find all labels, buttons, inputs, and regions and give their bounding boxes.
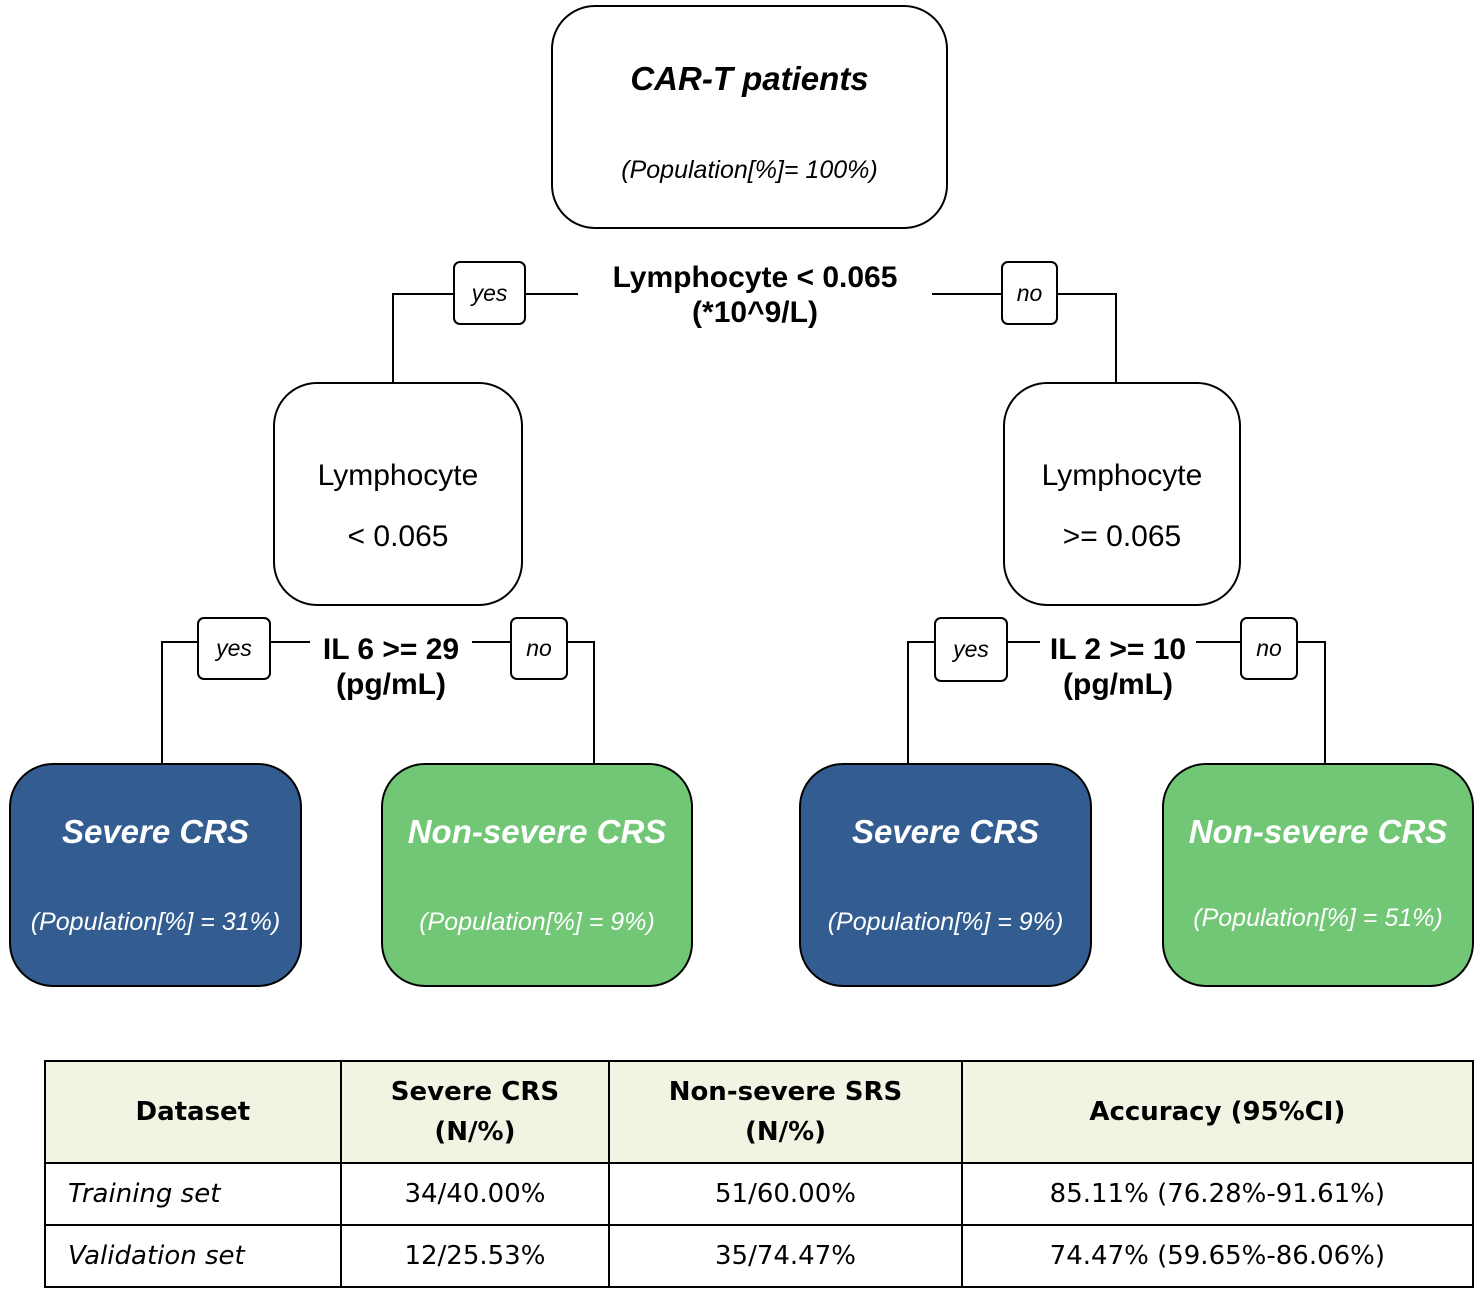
- root-yes-tag: yes: [453, 261, 526, 325]
- row-non-severe: 35/74.47%: [608, 1224, 963, 1288]
- leaf-severe-crs-1: Severe CRS (Population[%] = 31%): [9, 763, 302, 987]
- left-split-condition: IL 6 >= 29 (pg/mL): [310, 632, 472, 702]
- leaf-non-severe-crs-1: Non-severe CRS (Population[%] = 9%): [381, 763, 693, 987]
- left-yes-tag: yes: [197, 617, 271, 680]
- header-subline: (N/%): [434, 1117, 516, 1147]
- leaf-title: Non-severe CRS: [407, 813, 667, 850]
- right-split-condition: IL 2 >= 10 (pg/mL): [1040, 632, 1196, 702]
- left-node: Lymphocyte < 0.065: [273, 382, 523, 606]
- right-node-line1: Lymphocyte: [1041, 459, 1203, 492]
- leaf-population: (Population[%] = 9%): [419, 908, 655, 936]
- header-line: Dataset: [135, 1097, 251, 1127]
- leaf-population: (Population[%] = 51%): [1193, 904, 1443, 932]
- leaf-population: (Population[%] = 31%): [30, 908, 281, 936]
- row-dataset: Validation set: [44, 1224, 342, 1288]
- left-no-tag: no: [510, 617, 568, 680]
- results-table: Dataset Severe CRS (N/%) Non-severe SRS …: [44, 1060, 1475, 1288]
- root-split-line1: Lymphocyte < 0.065: [612, 261, 898, 294]
- header-line: Non-severe SRS: [668, 1077, 903, 1107]
- row-non-severe: 51/60.00%: [608, 1162, 963, 1226]
- row-accuracy: 85.11% (76.28%-91.61%): [960, 1162, 1475, 1226]
- header-accuracy: Accuracy (95%CI): [960, 1060, 1475, 1164]
- leaf-population: (Population[%] = 9%): [827, 908, 1064, 936]
- table-row: Validation set 12/25.53% 35/74.47% 74.47…: [44, 1224, 1475, 1288]
- right-node-line2: >= 0.065: [1062, 520, 1182, 553]
- row-accuracy: 74.47% (59.65%-86.06%): [960, 1224, 1475, 1288]
- right-split-line1: IL 2 >= 10: [1049, 633, 1187, 666]
- leaf-severe-crs-2: Severe CRS (Population[%] = 9%): [799, 763, 1092, 987]
- table-header-row: Dataset Severe CRS (N/%) Non-severe SRS …: [44, 1060, 1475, 1164]
- root-node: CAR-T patients (Population[%]= 100%): [551, 5, 948, 229]
- connector-right-no: [1196, 641, 1326, 765]
- leaf-title: Non-severe CRS: [1188, 813, 1448, 850]
- header-non-severe: Non-severe SRS (N/%): [608, 1060, 963, 1164]
- left-node-line1: Lymphocyte: [317, 459, 479, 492]
- header-line: Severe CRS: [390, 1077, 560, 1107]
- header-severe-crs: Severe CRS (N/%): [339, 1060, 611, 1164]
- connector-root-no: [932, 293, 1117, 382]
- right-node: Lymphocyte >= 0.065: [1003, 382, 1241, 606]
- left-node-line2: < 0.065: [347, 520, 449, 553]
- leaf-non-severe-crs-2: Non-severe CRS (Population[%] = 51%): [1162, 763, 1474, 987]
- right-no-tag: no: [1240, 617, 1298, 680]
- row-severe: 34/40.00%: [339, 1162, 611, 1226]
- header-dataset: Dataset: [44, 1060, 342, 1164]
- row-severe: 12/25.53%: [339, 1224, 611, 1288]
- root-split-condition: Lymphocyte < 0.065 (*10^9/L): [578, 260, 932, 330]
- root-population: (Population[%]= 100%): [621, 156, 878, 184]
- root-split-line2: (*10^9/L): [692, 296, 818, 329]
- root-no-tag: no: [1001, 261, 1058, 325]
- row-dataset: Training set: [44, 1162, 342, 1226]
- header-line: Accuracy (95%CI): [1089, 1097, 1346, 1127]
- table-row: Training set 34/40.00% 51/60.00% 85.11% …: [44, 1162, 1475, 1226]
- leaf-title: Severe CRS: [61, 813, 250, 850]
- left-split-line1: IL 6 >= 29: [322, 633, 460, 666]
- right-yes-tag: yes: [934, 617, 1008, 682]
- leaf-title: Severe CRS: [851, 813, 1040, 850]
- root-title: CAR-T patients: [630, 60, 869, 97]
- header-subline: (N/%): [744, 1117, 827, 1147]
- left-split-line2: (pg/mL): [336, 668, 446, 701]
- right-split-line2: (pg/mL): [1063, 668, 1173, 701]
